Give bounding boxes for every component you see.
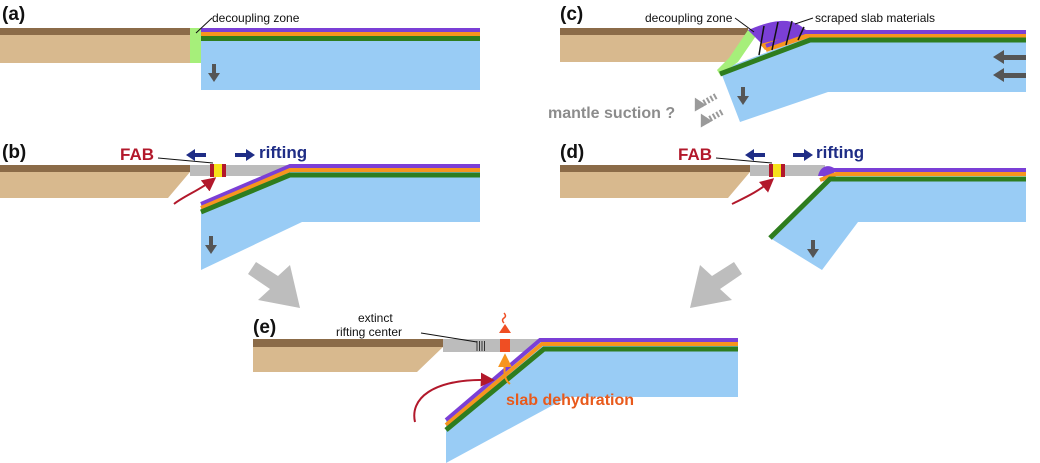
thrust-line bbox=[771, 21, 779, 51]
extinct-label-line1: extinct bbox=[358, 311, 393, 325]
orange-layer bbox=[200, 168, 480, 210]
subducting-mantle bbox=[201, 166, 480, 270]
purple-layer bbox=[201, 28, 480, 32]
overriding-crust-top bbox=[253, 339, 443, 347]
mantle-suction-arrowhead bbox=[700, 113, 713, 128]
extinct-label-line2: rifting center bbox=[336, 325, 402, 339]
magma-ascent-icon bbox=[499, 324, 511, 333]
panel-e-label: (e) bbox=[253, 317, 276, 338]
back-arc-crust bbox=[443, 339, 538, 352]
panel-a-label: (a) bbox=[2, 4, 25, 25]
overriding-plate bbox=[0, 35, 190, 63]
thrust-line bbox=[785, 20, 793, 46]
down-arrow-icon bbox=[737, 87, 749, 105]
fab-yellow bbox=[214, 164, 222, 177]
purple-layer bbox=[765, 30, 1026, 48]
mantle-flow-arrow bbox=[173, 177, 217, 205]
overriding-crust-top bbox=[0, 28, 190, 35]
mantle-suction-arrow-icon bbox=[704, 109, 724, 124]
rifting-right-arrow-icon bbox=[793, 149, 813, 161]
green-layer bbox=[719, 37, 1026, 77]
volcanic-arc bbox=[500, 339, 510, 352]
subducting-mantle bbox=[720, 36, 1026, 122]
orange-layer bbox=[819, 172, 1026, 182]
green-layer bbox=[444, 346, 738, 432]
leader-line bbox=[734, 17, 755, 33]
convergence-arrow-icon bbox=[993, 50, 1026, 64]
panel-b-label: (b) bbox=[2, 142, 26, 163]
overriding-plate bbox=[253, 347, 443, 372]
mantle-suction-label: mantle suction ? bbox=[548, 105, 675, 122]
scraped-slab-materials bbox=[748, 20, 808, 44]
panel-e: (e) extinct rifting center slab dehydrat… bbox=[253, 311, 738, 463]
panel-d: (d) FAB rifting bbox=[560, 142, 1026, 270]
mantle-flow-arrow bbox=[731, 178, 775, 205]
slab-dehydration-label: slab dehydration bbox=[506, 392, 634, 409]
rifting-right-arrow-icon bbox=[235, 149, 255, 161]
overriding-crust-top bbox=[560, 165, 750, 172]
rifting-left-arrow-icon bbox=[745, 149, 765, 161]
leader-line bbox=[794, 17, 814, 25]
transition-arrow-b-to-e bbox=[248, 262, 300, 308]
fab-label-b: FAB bbox=[120, 145, 154, 164]
fab-red bbox=[781, 164, 785, 177]
down-arrow-icon bbox=[205, 236, 217, 254]
purple-layer bbox=[444, 338, 738, 422]
decoupling-zone-label-c: decoupling zone bbox=[645, 11, 733, 25]
fab-red bbox=[210, 164, 214, 177]
mantle-suction-arrowhead bbox=[694, 97, 707, 112]
panel-c-label: (c) bbox=[560, 4, 583, 25]
fab-yellow bbox=[773, 164, 781, 177]
panel-b: (b) FAB rifting bbox=[0, 142, 480, 270]
thrust-line bbox=[758, 25, 765, 56]
extinct-rifting-center bbox=[476, 341, 485, 351]
mantle-suction-arrow-icon bbox=[698, 93, 718, 108]
overriding-plate bbox=[0, 172, 190, 198]
thrust-line bbox=[797, 26, 805, 41]
scraped-slab-materials-label: scraped slab materials bbox=[815, 11, 935, 25]
orange-layer bbox=[765, 34, 1026, 52]
decoupling-zone bbox=[717, 30, 760, 75]
down-arrow-icon bbox=[208, 64, 220, 82]
overriding-plate bbox=[560, 35, 748, 62]
back-arc-crust bbox=[750, 165, 825, 176]
back-arc-crust bbox=[190, 165, 290, 176]
fab-label-d: FAB bbox=[678, 145, 712, 164]
rifting-left-arrow-icon bbox=[186, 149, 206, 161]
purple-layer bbox=[200, 164, 480, 206]
decoupling-zone bbox=[190, 28, 201, 63]
leader-line bbox=[420, 332, 478, 343]
rifting-label-b: rifting bbox=[259, 143, 307, 162]
mantle-flow-arrow bbox=[413, 372, 495, 423]
orange-layer bbox=[444, 342, 738, 427]
panel-d-label: (d) bbox=[560, 142, 584, 163]
rifting-label-d: rifting bbox=[816, 143, 864, 162]
fab-red bbox=[769, 164, 773, 177]
overriding-crust-top bbox=[560, 28, 748, 35]
leader-line bbox=[157, 157, 214, 164]
magma-squiggle-icon bbox=[501, 312, 507, 324]
green-layer bbox=[768, 176, 1026, 240]
green-layer bbox=[200, 172, 480, 215]
green-layer bbox=[201, 36, 480, 41]
panel-c: (c) decoupling zone scraped slab materia… bbox=[548, 4, 1026, 128]
panel-a: (a) decoupling zone bbox=[0, 4, 480, 90]
overriding-plate bbox=[560, 172, 750, 198]
leader-line bbox=[195, 17, 213, 34]
leader-line bbox=[715, 157, 773, 164]
dehydration-arrow bbox=[497, 353, 512, 385]
convergence-arrow-icon bbox=[993, 68, 1026, 82]
orange-layer bbox=[201, 32, 480, 36]
down-arrow-icon bbox=[807, 240, 819, 258]
fab-red bbox=[222, 164, 226, 177]
decoupling-zone-label-a: decoupling zone bbox=[212, 11, 300, 25]
overriding-crust-top bbox=[0, 165, 190, 172]
transition-arrow-d-to-e bbox=[690, 262, 742, 308]
subducting-mantle bbox=[770, 180, 1026, 270]
